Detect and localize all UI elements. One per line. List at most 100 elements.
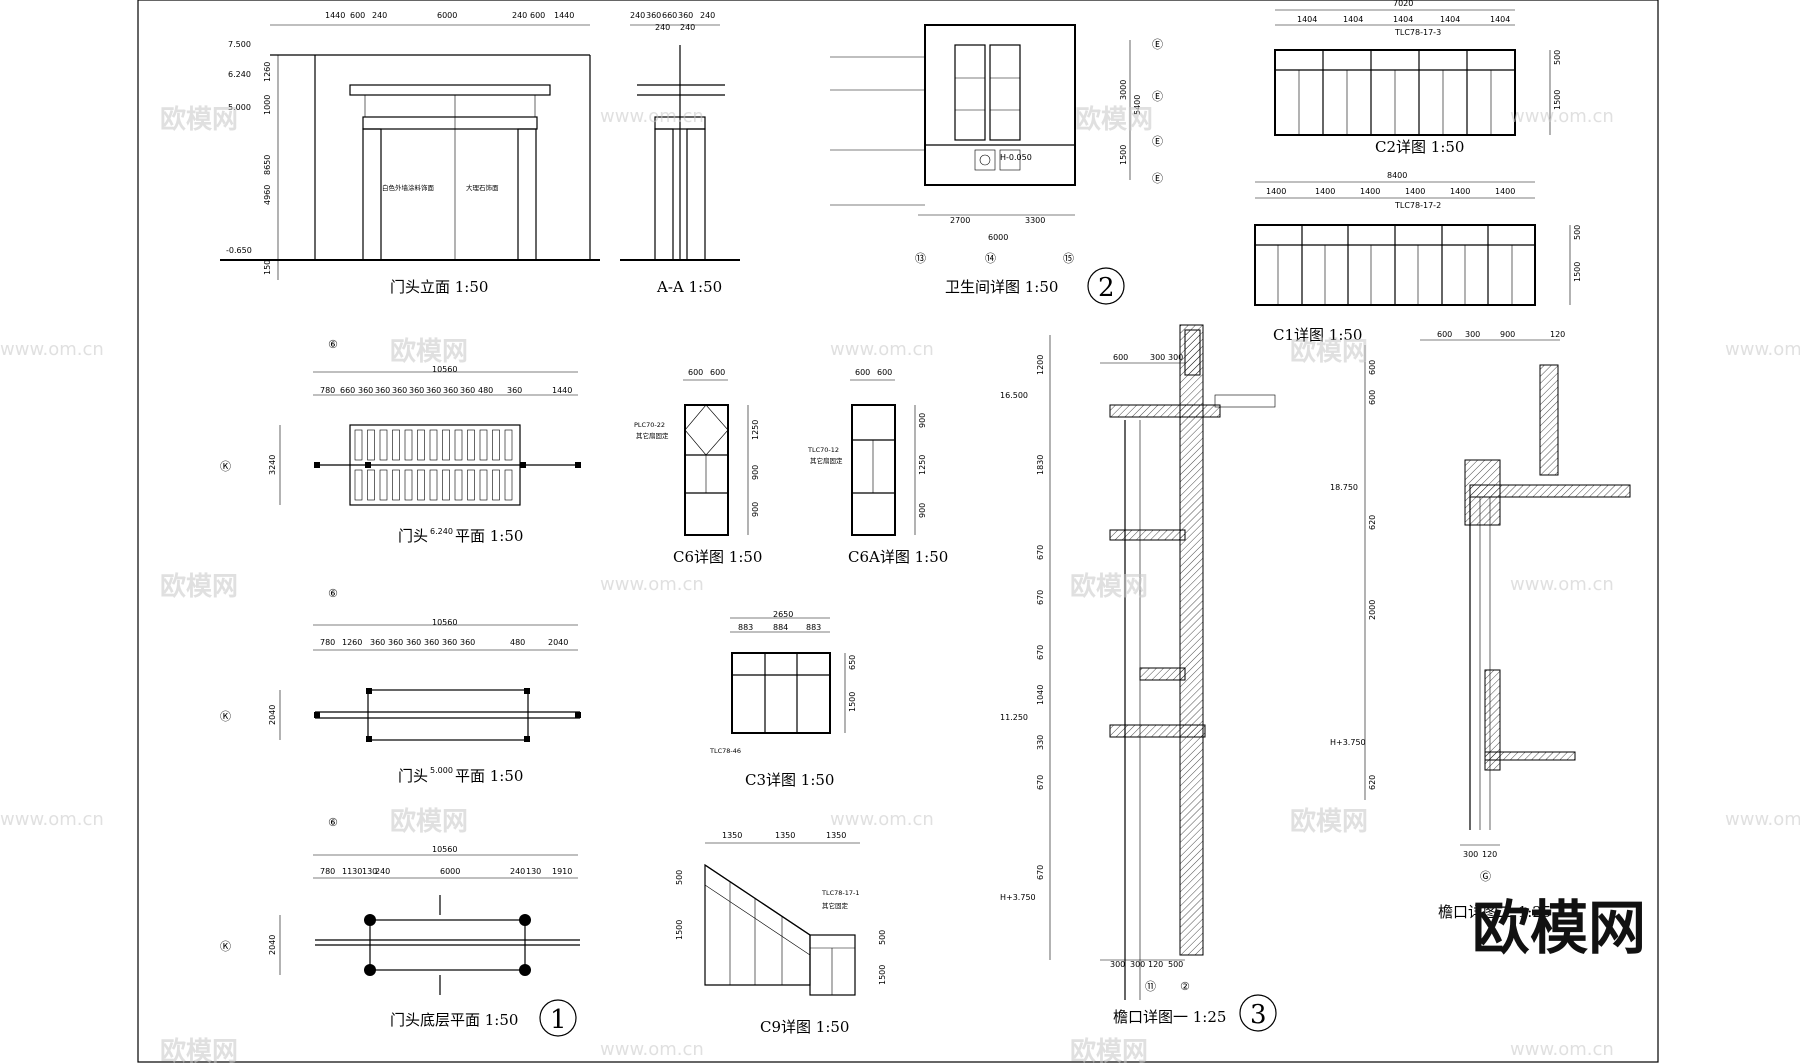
dim: 1400 bbox=[1266, 187, 1286, 196]
dim: 883 bbox=[738, 623, 753, 632]
title-c6: C6详图 1:50 bbox=[673, 548, 762, 566]
slat bbox=[367, 469, 375, 501]
dim: 10560 bbox=[432, 618, 457, 627]
slat bbox=[492, 469, 500, 501]
label-tlc7846: TLC78-46 bbox=[709, 747, 741, 755]
slat bbox=[392, 469, 400, 501]
svg-text:欧模网: 欧模网 bbox=[1070, 1036, 1148, 1064]
dim: 600 bbox=[1368, 390, 1377, 405]
c6a-detail: 600 600 TLC70-12 其它扇固定 900 1250 900 C6A详… bbox=[807, 368, 948, 566]
slat bbox=[442, 469, 450, 501]
grid-6: ⑥ bbox=[328, 816, 338, 829]
dim: 1500 bbox=[1573, 262, 1582, 282]
dim: 1500 bbox=[848, 692, 857, 712]
dim: 360 bbox=[424, 638, 439, 647]
level: 6.240 bbox=[228, 70, 251, 79]
dim: 670 bbox=[1036, 865, 1045, 880]
dim: 120 bbox=[1148, 960, 1163, 969]
svg-text:www.om.cn: www.om.cn bbox=[600, 574, 704, 595]
dim: 360 bbox=[358, 386, 373, 395]
label-c6-note: 其它扇固定 bbox=[636, 431, 669, 440]
dim: 300 bbox=[1130, 960, 1145, 969]
slat bbox=[354, 469, 363, 501]
dim: 1500 bbox=[1119, 145, 1128, 165]
grid-e3: Ⓔ bbox=[1152, 135, 1163, 148]
label-marble: 大理石饰面 bbox=[466, 183, 499, 192]
grid-g: Ⓖ bbox=[1480, 870, 1491, 883]
c2-detail: 7020 1404 1404 1404 1404 1404 TLC78-17-3… bbox=[1274, 0, 1562, 156]
svg-text:欧模网: 欧模网 bbox=[1075, 104, 1153, 135]
dim: 600 bbox=[1437, 330, 1452, 339]
dim: 2650 bbox=[773, 610, 793, 619]
dim: 7020 bbox=[1393, 0, 1413, 8]
slat bbox=[467, 429, 475, 461]
dim: 120 bbox=[1550, 330, 1565, 339]
dim: 360 bbox=[409, 386, 424, 395]
level: 6.240 bbox=[430, 527, 453, 536]
dim: 1500 bbox=[675, 920, 684, 940]
dim: 360 bbox=[442, 638, 457, 647]
dim: 240 bbox=[512, 11, 527, 20]
sheet-frame bbox=[137, 0, 1659, 1063]
dim: 500 bbox=[1168, 960, 1183, 969]
svg-text:欧模网: 欧模网 bbox=[160, 1036, 238, 1064]
slat bbox=[479, 469, 488, 501]
dim: 500 bbox=[1553, 50, 1562, 65]
slat bbox=[442, 429, 450, 461]
dim: 1350 bbox=[826, 831, 846, 840]
dim: 6000 bbox=[988, 233, 1008, 242]
dim: 1000 bbox=[263, 95, 272, 115]
dim: 3240 bbox=[268, 455, 277, 475]
dim: 1400 bbox=[1405, 187, 1425, 196]
dim: 1440 bbox=[325, 11, 345, 20]
title-toilet: 卫生间详图 1:50 bbox=[945, 278, 1058, 296]
dim: 240 bbox=[630, 11, 645, 20]
level: 7.500 bbox=[228, 40, 251, 49]
dim: 360 bbox=[460, 386, 475, 395]
dim: 1404 bbox=[1297, 15, 1317, 24]
level: H+3.750 bbox=[1330, 738, 1366, 747]
grid-6: ⑥ bbox=[328, 338, 338, 351]
plan-6240: ⑥ 10560 780 660 360 360 360 360 360 360 … bbox=[220, 338, 581, 545]
dim: 240 bbox=[680, 23, 695, 32]
c6-detail: 600 600 PLC70-22 其它扇固定 1250 900 900 C6详图… bbox=[634, 368, 762, 566]
slat bbox=[504, 469, 513, 501]
dim: 360 bbox=[507, 386, 522, 395]
dim: 600 bbox=[1113, 353, 1128, 362]
svg-text:www.om.cn: www.om.cn bbox=[600, 106, 704, 127]
grid-11: ⑪ bbox=[1145, 980, 1156, 993]
dim: 240 bbox=[510, 867, 525, 876]
dim: 600 bbox=[350, 11, 365, 20]
slat bbox=[392, 429, 400, 461]
dim: 620 bbox=[1368, 515, 1377, 530]
dim: 1250 bbox=[918, 455, 927, 475]
svg-text:www.om.cn: www.om.cn bbox=[830, 809, 934, 830]
dim: 3000 bbox=[1119, 80, 1128, 100]
dim: 360 bbox=[370, 638, 385, 647]
circle-1: 1 bbox=[550, 1005, 567, 1035]
slat bbox=[429, 469, 438, 501]
slat bbox=[454, 429, 463, 461]
eave-detail-1: 600 300 300 1200 1830 670 670 670 1040 3… bbox=[1000, 324, 1277, 1032]
dim: 1350 bbox=[722, 831, 742, 840]
plan-5000: ⑥ 10560 780 1260 360 360 360 360 360 360… bbox=[220, 587, 581, 785]
dim: 900 bbox=[751, 502, 760, 517]
dim: 480 bbox=[478, 386, 493, 395]
dim: 10560 bbox=[432, 845, 457, 854]
label-tlc78173: TLC78-17-3 bbox=[1394, 28, 1441, 37]
dim: 1400 bbox=[1450, 187, 1470, 196]
ground-plan: ⑥ 10560 780 1130 130 240 6000 240 130 19… bbox=[220, 816, 580, 1037]
dim: 130 bbox=[362, 867, 377, 876]
dim: 600 bbox=[530, 11, 545, 20]
dim: 360 bbox=[443, 386, 458, 395]
dim: 8400 bbox=[1387, 171, 1407, 180]
grid-k: Ⓚ bbox=[220, 460, 231, 473]
slat bbox=[379, 469, 388, 501]
svg-text:www.om.cn: www.om.cn bbox=[1510, 1039, 1614, 1060]
title-plan-6240-suffix: 平面 1:50 bbox=[455, 527, 523, 545]
dim: 1404 bbox=[1440, 15, 1460, 24]
dim: 900 bbox=[1500, 330, 1515, 339]
svg-text:欧模网: 欧模网 bbox=[160, 104, 238, 135]
dim: 600 bbox=[855, 368, 870, 377]
